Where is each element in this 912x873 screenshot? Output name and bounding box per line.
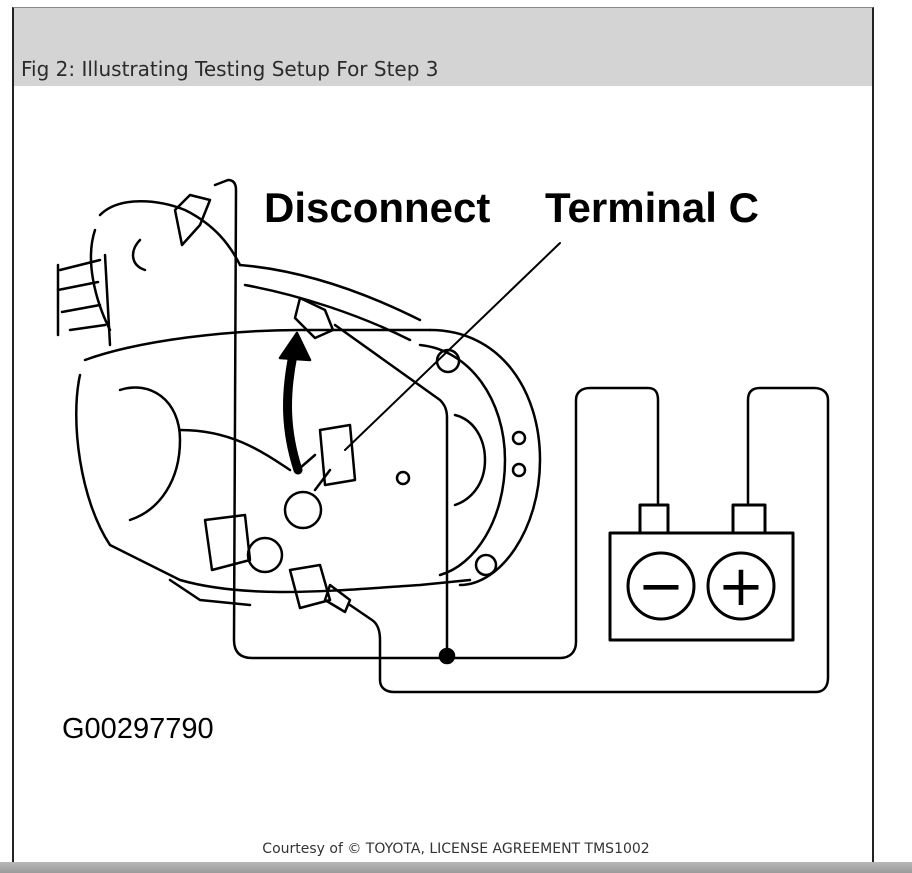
disconnect-label: Disconnect — [264, 184, 490, 231]
bottom-scroll-bar[interactable] — [0, 862, 912, 873]
figure-title: Fig 2: Illustrating Testing Setup For St… — [21, 57, 439, 81]
positive-terminal-circle — [706, 551, 776, 621]
figure-header: Fig 2: Illustrating Testing Setup For St… — [14, 8, 872, 86]
wire-negative-terminal — [445, 386, 660, 660]
wire-solenoid-loop — [213, 178, 447, 660]
figure-frame: Fig 2: Illustrating Testing Setup For St… — [12, 7, 874, 873]
terminal-c-leader — [344, 242, 561, 451]
wire-junction — [438, 647, 456, 665]
figure-code: G00297790 — [62, 713, 214, 745]
starter-motor — [56, 193, 542, 614]
battery — [608, 503, 795, 642]
positive-symbol: + — [718, 554, 765, 619]
disconnect-arrow-shaft — [283, 350, 303, 475]
courtesy-credit: Courtesy of © TOYOTA, LICENSE AGREEMENT … — [262, 841, 650, 857]
wire-terminal-lead — [333, 323, 449, 657]
negative-terminal-circle — [626, 551, 696, 621]
wire-positive-terminal — [348, 386, 830, 694]
disconnect-arrow-head — [278, 331, 312, 362]
terminal-c-label: Terminal C — [545, 184, 759, 231]
negative-symbol: − — [638, 554, 685, 619]
